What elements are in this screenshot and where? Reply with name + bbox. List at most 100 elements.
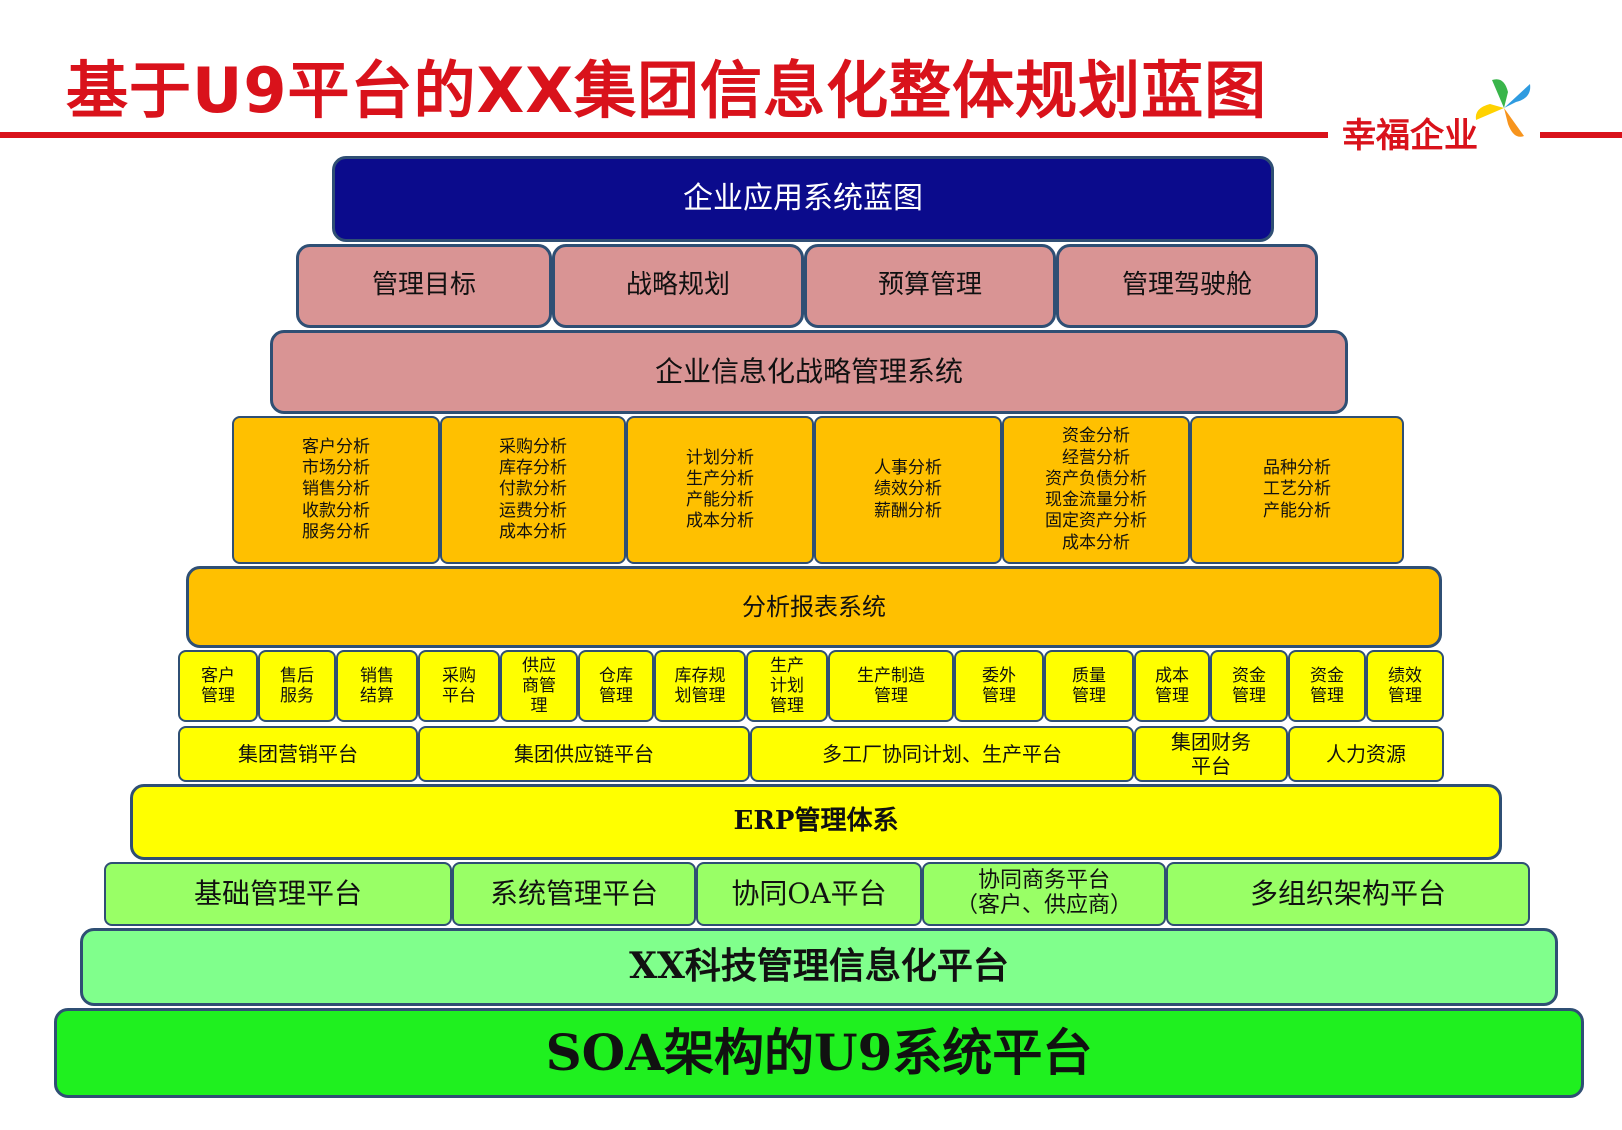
box-label-line: 计划 [770, 675, 804, 696]
base-platform-box: 基础管理平台 [104, 862, 452, 926]
title-rule-left [0, 132, 1328, 138]
box-label-line: 成本分析 [686, 511, 754, 532]
box-label-line: XX科技管理信息化平台 [629, 945, 1009, 988]
module-box: 库存规划管理 [654, 650, 746, 722]
module-box: 生产计划管理 [746, 650, 828, 722]
box-label-line: 生产 [770, 655, 804, 676]
box-label-line: 平台 [442, 686, 476, 706]
analysis-group-box: 计划分析生产分析产能分析成本分析 [626, 416, 814, 564]
box-label-line: 绩效 [1388, 665, 1422, 686]
platform-box: 集团财务平台 [1134, 726, 1288, 782]
box-label-line: 固定资产分析 [1045, 511, 1147, 532]
box-label-line: 集团营销平台 [238, 742, 358, 766]
box-label-line: 人力资源 [1326, 742, 1406, 766]
base-platform-box: 多组织架构平台 [1166, 862, 1530, 926]
box-label-line: 管理 [982, 686, 1016, 706]
box-label-line: 客户 [201, 665, 235, 686]
box-label-line: 管理 [1232, 686, 1266, 706]
box-label-line: 协同OA平台 [731, 877, 887, 911]
box-label-line: 供应 [522, 655, 556, 676]
box-label-line: 市场分析 [302, 458, 370, 479]
base-platform-box: 系统管理平台 [452, 862, 696, 926]
box-label-line: 客户分析 [302, 436, 370, 457]
page-title: 基于U9平台的XX集团信息化整体规划蓝图 [66, 54, 1268, 127]
module-box: 供应商管理 [500, 650, 578, 722]
box-label-line: 库存分析 [499, 458, 567, 479]
box-label-line: 销售 [360, 665, 394, 686]
brand-logo-text: 幸福企业 [1342, 116, 1478, 156]
box-label-line: 计划分析 [686, 447, 754, 468]
box-label-line: 工艺分析 [1263, 479, 1331, 500]
module-box: 资金管理 [1288, 650, 1366, 722]
box-label-line: SOA架构的U9系统平台 [545, 1023, 1093, 1082]
management-box: 战略规划 [552, 244, 804, 328]
analysis-group-box: 资金分析经营分析资产负债分析现金流量分析固定资产分析成本分析 [1002, 416, 1190, 564]
box-label-line: 资产负债分析 [1045, 468, 1147, 489]
erp-system-box: ERP管理体系 [130, 784, 1502, 860]
box-label-line: 质量 [1072, 665, 1106, 686]
module-box: 绩效管理 [1366, 650, 1444, 722]
box-label-line: 人事分析 [874, 458, 942, 479]
box-label-line: 生产制造 [857, 665, 925, 686]
analysis-group-box: 采购分析库存分析付款分析运费分析成本分析 [440, 416, 626, 564]
box-label-line: 管理 [1155, 686, 1189, 706]
box-label-line: 品种分析 [1263, 458, 1331, 479]
box-label-line: 战略规划 [625, 270, 730, 301]
box-label-line: 生产分析 [686, 468, 754, 489]
analysis-group-box: 人事分析绩效分析薪酬分析 [814, 416, 1002, 564]
box-label-line: 运费分析 [499, 500, 567, 521]
box-label-line: 集团供应链平台 [514, 742, 654, 766]
report-system-box: 分析报表系统 [186, 566, 1442, 648]
module-box: 质量管理 [1044, 650, 1134, 722]
box-label-line: 资金 [1232, 665, 1266, 686]
title-rule-right [1540, 132, 1622, 138]
box-label-line: 管理 [1310, 686, 1344, 706]
platform-box: 集团营销平台 [178, 726, 418, 782]
box-label-line: 付款分析 [499, 479, 567, 500]
module-box: 生产制造管理 [828, 650, 954, 722]
box-label-line: （客户、供应商） [955, 893, 1132, 918]
box-label-line: 协同商务平台 [977, 868, 1110, 894]
module-box: 销售结算 [336, 650, 418, 722]
module-box: 委外管理 [954, 650, 1044, 722]
box-label-line: 委外 [982, 665, 1016, 686]
box-label-line: 经营分析 [1062, 447, 1130, 468]
base-platform-box: 协同OA平台 [696, 862, 922, 926]
base-platform-box: 协同商务平台（客户、供应商） [922, 862, 1166, 926]
box-label-line: 管理 [874, 686, 908, 706]
strategy-system-box: 企业信息化战略管理系统 [270, 330, 1348, 414]
box-label-line: 成本 [1155, 665, 1189, 686]
box-label-line: 现金流量分析 [1045, 490, 1147, 510]
box-label-line: 管理 [201, 686, 235, 706]
box-label-line: 管理 [599, 686, 633, 706]
box-label-line: 产能分析 [686, 490, 754, 510]
module-box: 售后服务 [258, 650, 336, 722]
box-label-line: ERP管理体系 [733, 806, 899, 837]
platform-box: 集团供应链平台 [418, 726, 750, 782]
box-label-line: 管理 [1388, 686, 1422, 706]
module-box: 客户管理 [178, 650, 258, 722]
box-label-line: 成本分析 [499, 521, 567, 542]
box-label-line: 采购分析 [499, 436, 567, 457]
tech-platform-box: XX科技管理信息化平台 [80, 928, 1558, 1006]
box-label-line: 资金 [1310, 665, 1344, 686]
box-label-line: 服务分析 [302, 521, 370, 542]
module-box: 资金管理 [1210, 650, 1288, 722]
analysis-group-box: 品种分析工艺分析产能分析 [1190, 416, 1404, 564]
box-label-line: 结算 [360, 686, 394, 706]
box-label-line: 多工厂协同计划、生产平台 [822, 742, 1062, 766]
box-label-line: 售后 [280, 665, 314, 686]
box-label-line: 企业应用系统蓝图 [683, 181, 923, 216]
box-label-line: 绩效分析 [874, 479, 942, 500]
management-box: 预算管理 [804, 244, 1056, 328]
box-label-line: 收款分析 [302, 500, 370, 521]
box-label-line: 管理驾驶舱 [1121, 270, 1252, 301]
box-label-line: 管理 [770, 696, 804, 717]
box-label-line: 管理目标 [371, 270, 476, 301]
box-label-line: 销售分析 [302, 479, 370, 500]
module-box: 采购平台 [418, 650, 500, 722]
box-label-line: 库存规 [674, 665, 726, 686]
platform-box: 多工厂协同计划、生产平台 [750, 726, 1134, 782]
box-label-line: 平台 [1191, 754, 1231, 778]
management-box: 管理目标 [296, 244, 552, 328]
